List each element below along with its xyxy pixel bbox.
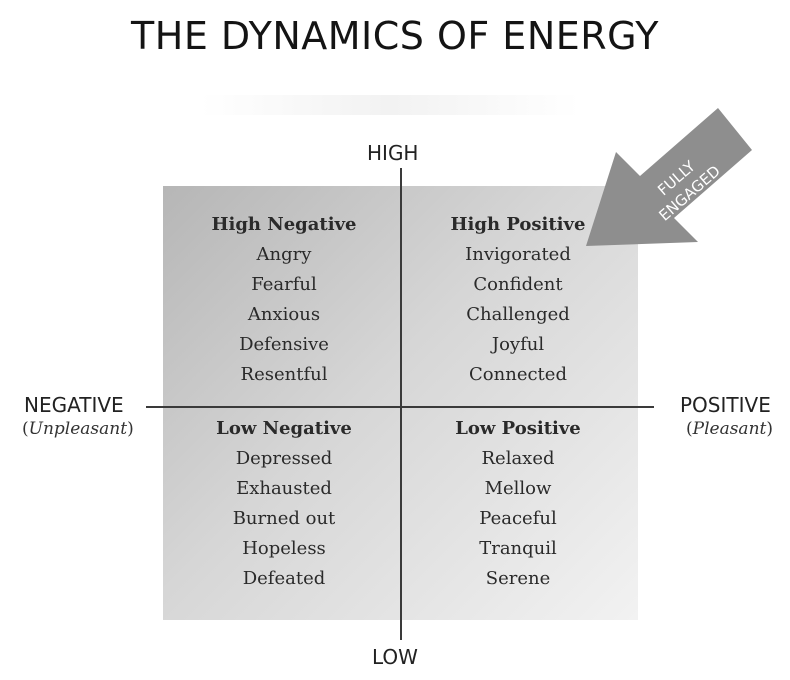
axis-label-low: LOW — [372, 645, 418, 669]
emotion-item: Defeated — [242, 568, 326, 589]
arrow-shape — [586, 108, 752, 246]
quadrant-low-negative: Low Negative Depressed Exhausted Burned … — [184, 414, 384, 594]
quadrant-heading: Low Positive — [455, 418, 581, 439]
emotion-item: Defensive — [239, 334, 329, 355]
fully-engaged-arrow-icon: FULLY ENGAGED — [586, 108, 752, 246]
emotion-item: Joyful — [491, 334, 545, 355]
axis-label-positive: POSITIVE — [680, 393, 771, 417]
background-fade — [200, 95, 580, 115]
quadrant-heading: High Negative — [211, 214, 357, 235]
emotion-item: Peaceful — [479, 508, 557, 529]
emotion-item: Confident — [473, 274, 563, 295]
emotion-item: Serene — [485, 568, 551, 589]
vertical-axis — [400, 168, 402, 640]
quadrant-high-negative: High Negative Angry Fearful Anxious Defe… — [184, 210, 384, 390]
axis-label-high: HIGH — [367, 141, 419, 165]
quadrant-high-positive: High Positive Invigorated Confident Chal… — [418, 210, 618, 390]
quadrant-heading: High Positive — [450, 214, 586, 235]
emotion-item: Hopeless — [242, 538, 326, 559]
emotion-item: Resentful — [240, 364, 328, 385]
emotion-item: Burned out — [232, 508, 336, 529]
axis-sub-positive-text: Pleasant — [692, 419, 767, 439]
quadrant-low-positive: Low Positive Relaxed Mellow Peaceful Tra… — [418, 414, 618, 594]
axis-sub-negative-text: Unpleasant — [28, 419, 128, 439]
horizontal-axis — [146, 406, 654, 408]
quadrant-heading: Low Negative — [216, 418, 352, 439]
emotion-item: Relaxed — [481, 448, 555, 469]
emotion-item: Tranquil — [479, 538, 557, 559]
diagram-title: THE DYNAMICS OF ENERGY — [131, 14, 659, 58]
axis-sub-negative: (Unpleasant) — [22, 419, 134, 439]
emotion-item: Connected — [469, 364, 567, 385]
emotion-item: Exhausted — [236, 478, 332, 499]
axis-sub-positive: (Pleasant) — [686, 419, 773, 439]
emotion-item: Anxious — [247, 304, 321, 325]
emotion-item: Fearful — [251, 274, 317, 295]
emotion-item: Challenged — [466, 304, 570, 325]
emotion-item: Invigorated — [465, 244, 571, 265]
axis-label-negative: NEGATIVE — [24, 393, 124, 417]
emotion-item: Mellow — [484, 478, 552, 499]
emotion-item: Angry — [256, 244, 312, 265]
emotion-item: Depressed — [235, 448, 333, 469]
